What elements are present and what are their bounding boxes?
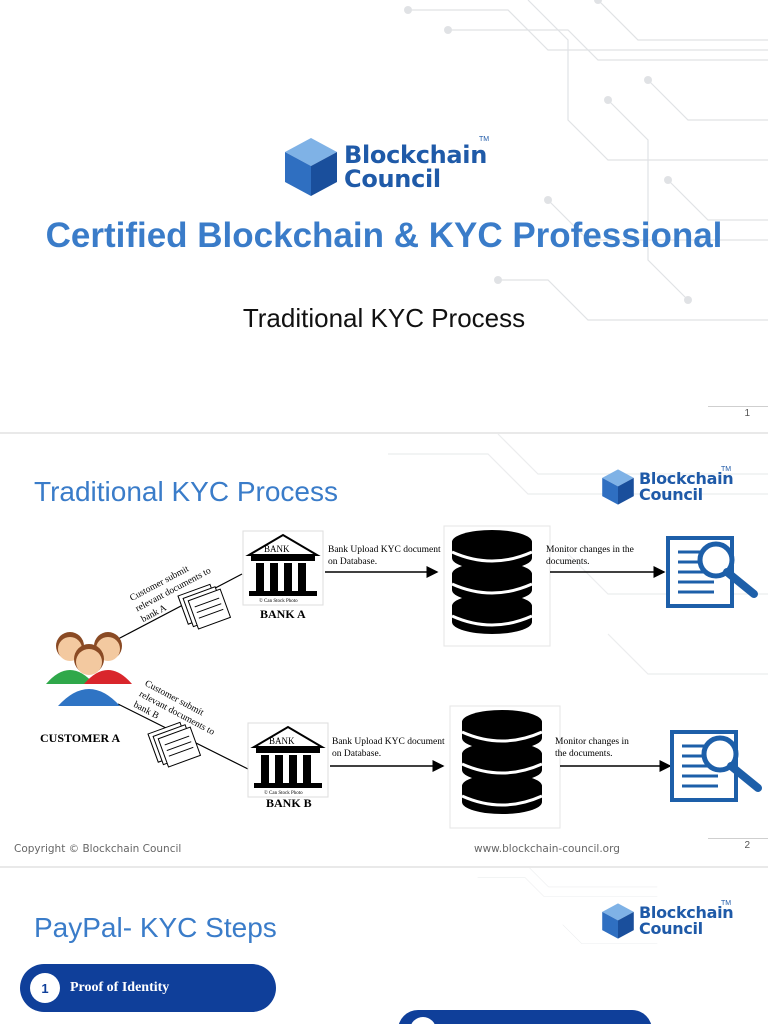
bank-b-icon	[247, 722, 329, 798]
step-pill-proof-of-identity: 1 Proof of Identity	[20, 964, 276, 1012]
cube-logo-icon	[602, 903, 634, 939]
customers-group-icon	[46, 632, 132, 706]
database-b-icon	[449, 705, 561, 829]
customer-label: CUSTOMER A	[40, 731, 121, 745]
upload-note-b: Bank Upload KYC document on Database.	[332, 737, 445, 759]
cube-logo-icon	[285, 138, 337, 196]
bank-a-icon	[242, 530, 324, 606]
step-number-badge: 1	[30, 973, 60, 1003]
trademark-mark: TM	[721, 900, 732, 907]
title-slide: Blockchain Council TM Certified Blockcha…	[0, 0, 768, 432]
circuit-background-decoration	[388, 434, 768, 675]
circuit-background-decoration	[477, 868, 658, 944]
logo-line-2: Council	[344, 165, 441, 193]
upload-note-a: Bank Upload KYC document on Database.	[328, 545, 441, 567]
website-footer: www.blockchain-council.org	[474, 843, 620, 855]
logo-line-2: Council	[639, 485, 703, 504]
database-a-icon	[443, 525, 551, 647]
slide-number-rule	[708, 838, 768, 839]
bank-b-credit: © Can Stock Photo	[264, 791, 303, 796]
circuit-background-decoration	[404, 0, 768, 321]
bank-b-label: BANK B	[266, 796, 312, 810]
blockchain-council-logo: Blockchain Council TM	[601, 900, 734, 940]
connector-customer-to-bank-a	[117, 573, 243, 640]
monitor-note-a: Monitor changes in the documents.	[546, 545, 634, 567]
bank-a-credit: © Can Stock Photo	[259, 599, 298, 604]
documents-stack-a	[177, 583, 232, 630]
copyright-footer: Copyright © Blockchain Council	[14, 843, 182, 855]
logo-line-1: Blockchain	[344, 141, 488, 169]
logo-line-2: Council	[639, 919, 703, 938]
slide-heading: Traditional KYC Process	[34, 476, 338, 507]
blockchain-council-logo: Blockchain Council TM	[601, 466, 734, 506]
slide-heading: PayPal- KYC Steps	[34, 912, 277, 943]
slide-number: 1	[744, 408, 750, 419]
step-number-badge	[410, 1017, 436, 1024]
logo-wordmark: Blockchain Council	[344, 143, 487, 191]
documents-stack-b	[147, 721, 202, 768]
course-title: Certified Blockchain & KYC Professional	[45, 216, 723, 255]
logo-line-1: Blockchain	[639, 469, 734, 488]
bank-b-sign: BANK	[269, 736, 295, 746]
document-search-icon	[666, 536, 758, 608]
trademark-mark: TM	[721, 466, 732, 473]
trademark-mark: TM	[479, 136, 490, 143]
slide-subtitle: Traditional KYC Process	[242, 303, 526, 333]
logo-line-1: Blockchain	[639, 903, 734, 922]
blockchain-council-logo: Blockchain Council TM	[283, 136, 490, 198]
step-pill-partial	[398, 1010, 652, 1024]
paypal-kyc-slide: PayPal- KYC Steps Blockchain Council TM …	[0, 868, 768, 1024]
cube-logo-icon	[602, 469, 634, 505]
logo-wordmark: Blockchain Council	[639, 469, 734, 504]
bank-a-label: BANK A	[260, 607, 306, 621]
kyc-flow-diagram	[46, 525, 762, 829]
logo-wordmark: Blockchain Council	[639, 903, 734, 938]
slide-number: 2	[744, 840, 750, 851]
traditional-kyc-slide: Traditional KYC Process Blockchain Counc…	[0, 434, 768, 866]
document-search-icon	[670, 730, 762, 802]
monitor-note-b: Monitor changes in the documents.	[555, 737, 629, 759]
bank-a-sign: BANK	[264, 544, 290, 554]
step-label: Proof of Identity	[70, 980, 170, 995]
slide-number-rule	[708, 406, 768, 407]
